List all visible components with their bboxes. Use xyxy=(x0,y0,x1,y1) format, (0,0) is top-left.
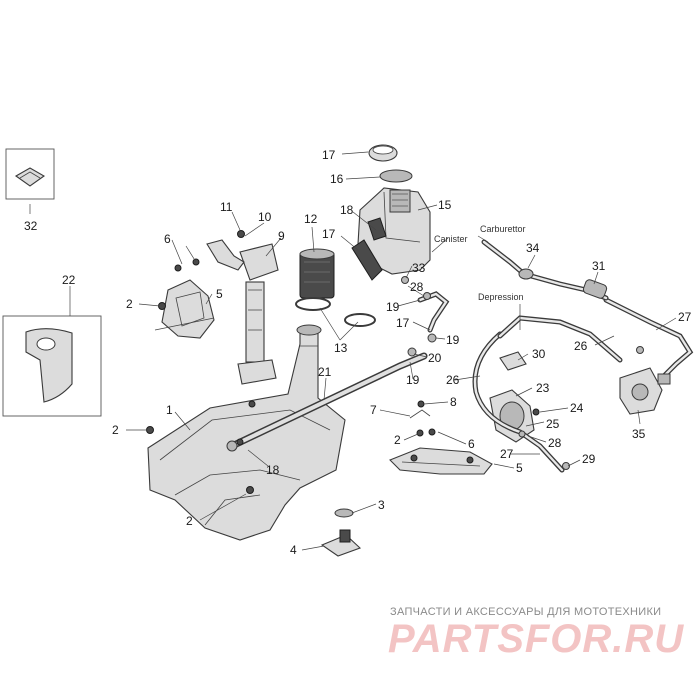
callout-31: 31 xyxy=(592,259,606,273)
callout-29: 29 xyxy=(582,452,596,466)
callout-12: 12 xyxy=(304,212,318,226)
callout-14: 15 xyxy=(438,198,452,212)
callout-6-left: 6 xyxy=(164,232,171,246)
callout-18-lower: 18 xyxy=(266,463,280,477)
inset-box-32 xyxy=(5,148,55,200)
callout-27-lower: 27 xyxy=(500,447,514,461)
callout-35: 35 xyxy=(632,427,646,441)
filler-neck xyxy=(357,144,431,275)
callout-15: 16 xyxy=(330,172,344,186)
tank-mount-bracket-lower xyxy=(389,400,493,475)
fuel-tap xyxy=(619,367,671,415)
fuel-level-sender xyxy=(206,230,279,408)
vacuum-hoses xyxy=(472,297,694,473)
label-depression: Depression xyxy=(478,292,524,302)
callout-2-tank: 2 xyxy=(112,423,119,437)
carburettor-line xyxy=(481,239,609,301)
callout-10: 10 xyxy=(258,210,272,224)
drain-plug xyxy=(320,508,362,557)
watermark-subtitle: ЗАПЧАСТИ И АКСЕССУАРЫ ДЛЯ МОТОТЕХНИКИ xyxy=(390,606,662,618)
callout-32: 32 xyxy=(24,219,38,233)
watermark-logo: PARTSFOR.RU xyxy=(388,617,685,661)
callout-5-right: 5 xyxy=(516,461,523,475)
callout-8: 8 xyxy=(450,395,457,409)
callout-19-middle: 19 xyxy=(446,333,460,347)
callout-25: 25 xyxy=(546,417,560,431)
callout-26-left: 26 xyxy=(446,373,460,387)
callout-numbers: 32 22 17 16 15 18 17 12 9 10 11 6 2 5 13… xyxy=(24,148,692,557)
callout-19-upper: 19 xyxy=(386,300,400,314)
callout-11: 11 xyxy=(220,200,233,214)
diagram-labels: Carburettor Canister Depression xyxy=(434,224,526,302)
label-carburettor: Carburettor xyxy=(480,224,526,234)
callout-27-right: 27 xyxy=(678,310,692,324)
callout-13: 13 xyxy=(334,341,348,355)
callout-17-upper: 17 xyxy=(322,227,336,241)
callout-4: 4 xyxy=(290,543,297,557)
fuel-tank xyxy=(147,324,346,541)
callout-3: 3 xyxy=(378,498,385,512)
callout-22: 22 xyxy=(62,273,76,287)
fuel-filter-sock xyxy=(299,248,335,299)
callout-28-upper: 28 xyxy=(410,280,424,294)
callout-17-lower: 17 xyxy=(396,316,410,330)
callout-18-upper: 18 xyxy=(340,203,354,217)
tank-mount-bracket-left xyxy=(154,279,215,339)
callout-23: 23 xyxy=(536,381,550,395)
callout-9: 9 xyxy=(278,229,285,243)
long-fuel-hose xyxy=(226,352,428,452)
callout-2-right: 2 xyxy=(394,433,401,447)
callout-1: 1 xyxy=(166,403,173,417)
callout-20: 20 xyxy=(428,351,442,365)
callout-5-left: 5 xyxy=(216,287,223,301)
breather-hoses xyxy=(351,217,450,357)
callout-24: 24 xyxy=(570,401,584,415)
leader-lines xyxy=(29,151,677,551)
callout-6-right: 6 xyxy=(468,437,475,451)
callout-28-lower: 28 xyxy=(548,436,562,450)
callout-2-bottom: 2 xyxy=(186,514,193,528)
callout-30: 30 xyxy=(532,347,546,361)
label-canister: Canister xyxy=(434,234,468,244)
callout-7: 7 xyxy=(370,403,377,417)
callout-33: 34 xyxy=(526,241,540,255)
callout-26-right: 26 xyxy=(574,339,588,353)
callout-21: 21 xyxy=(318,365,332,379)
inset-box-22 xyxy=(2,315,102,417)
hose-clamps xyxy=(295,297,376,327)
fuel-vacuum-valve xyxy=(489,351,540,443)
callout-16: 17 xyxy=(322,148,336,162)
callout-2-left: 2 xyxy=(126,297,133,311)
callout-19-lower: 19 xyxy=(406,373,420,387)
callout-34: 33 xyxy=(412,261,426,275)
